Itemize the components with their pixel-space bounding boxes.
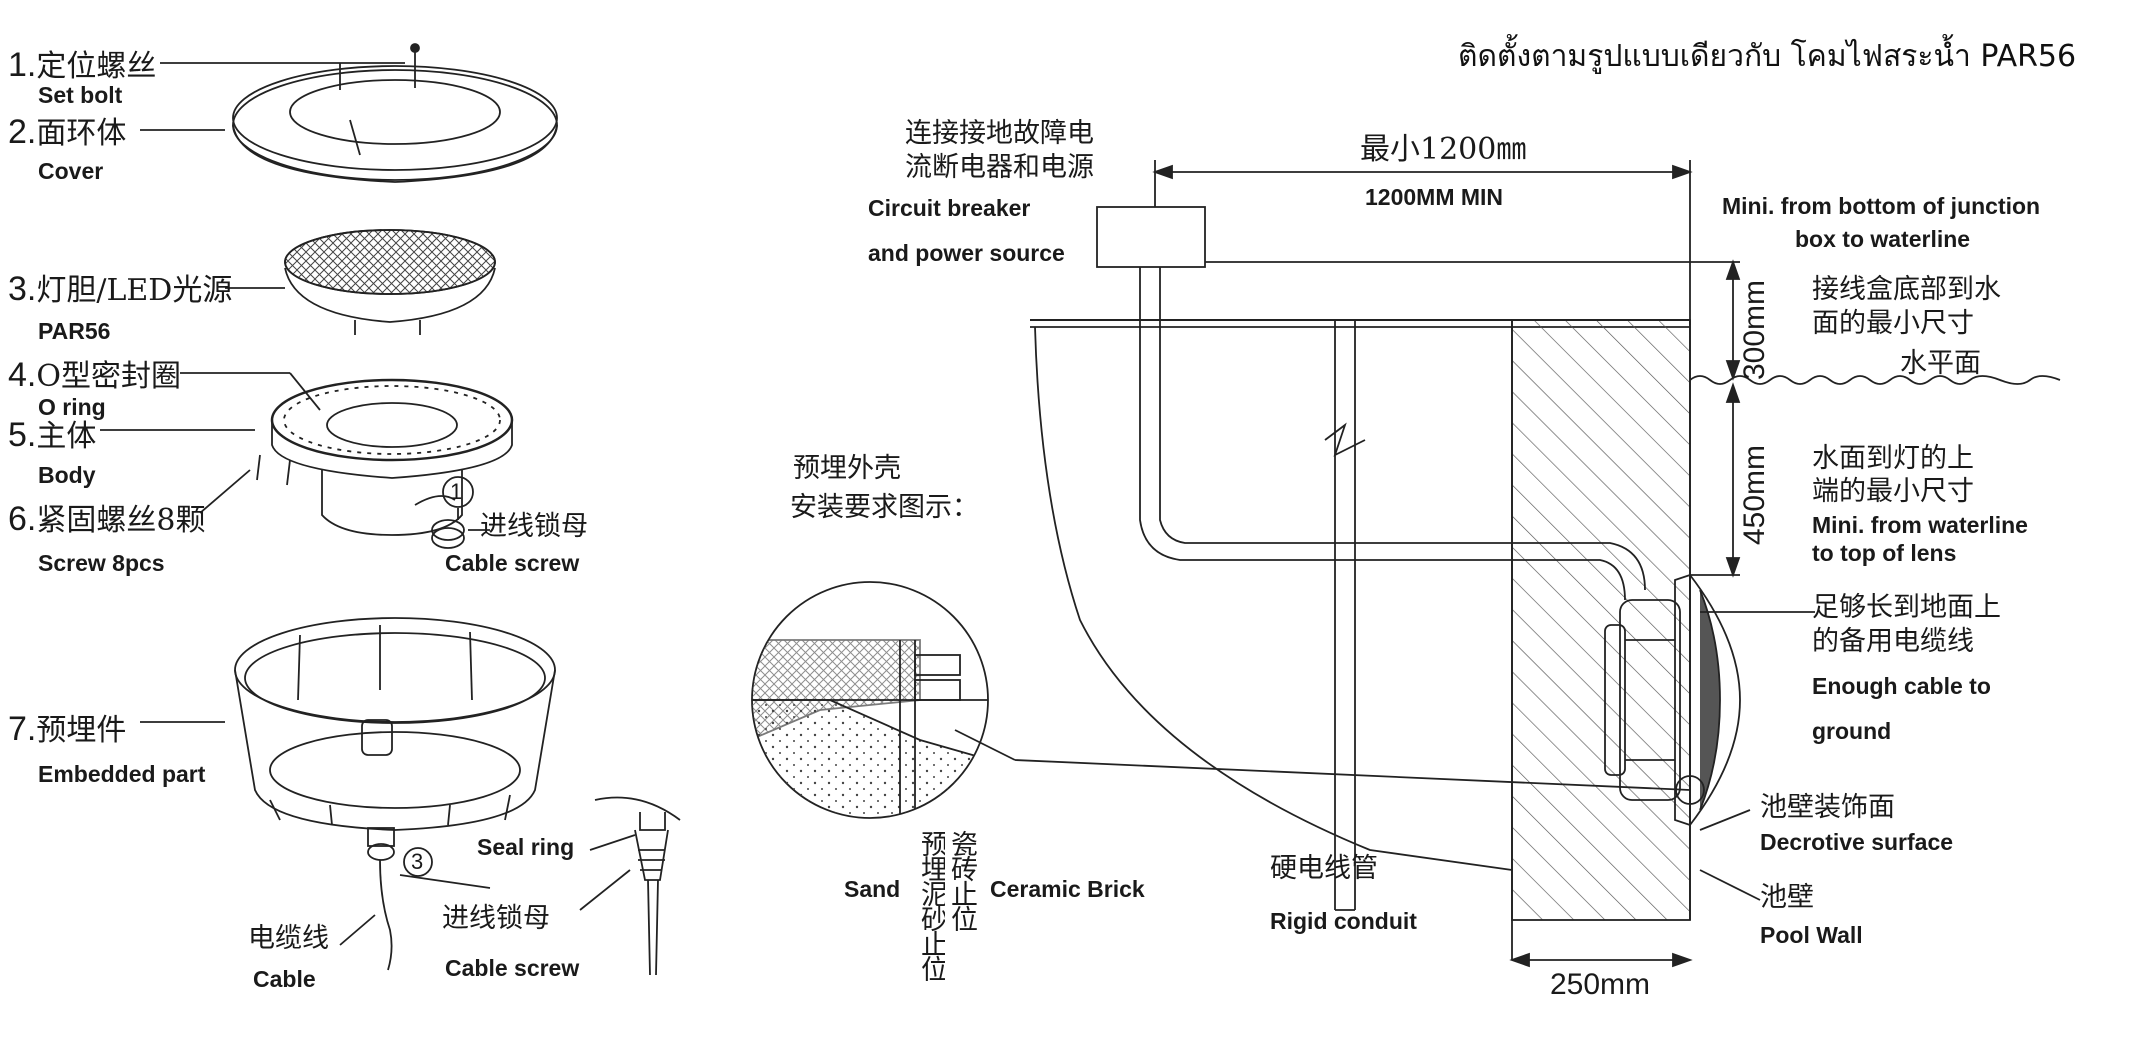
conduit-en: Rigid conduit <box>1270 908 1417 934</box>
part-3-cn: 3.灯胆/LED光源 <box>8 270 233 308</box>
embed-detail-circle <box>751 581 1016 819</box>
lens-en-2: to top of lens <box>1812 540 1957 566</box>
callout-1-number: 1 <box>450 479 463 504</box>
waterline <box>1689 375 2061 385</box>
wall-cn: 池壁 <box>1760 882 1814 913</box>
cable-cn-2: 的备用电缆线 <box>1812 626 1974 657</box>
callout-1-en: Cable screw <box>445 550 580 576</box>
jb-cn-2: 面的最小尺寸 <box>1812 308 1974 339</box>
seal-ring-label: Seal ring <box>477 834 575 860</box>
lens-en-1: Mini. from waterline <box>1812 512 2028 538</box>
callout-3-number: 3 <box>411 849 424 874</box>
part-7-en: Embedded part <box>38 761 206 787</box>
cable-en: Cable <box>253 966 316 992</box>
vertical-label-2: 瓷砖止位 <box>946 830 977 930</box>
embed-cn-1: 预埋外壳 <box>793 453 901 484</box>
conduit-outer <box>1139 267 1626 601</box>
breaker-cn-1: 连接接地故障电 <box>905 118 1094 149</box>
lens-cn-2: 端的最小尺寸 <box>1812 476 1974 507</box>
leader-screw <box>199 469 251 514</box>
min-1200-cn: 最小1200㎜ <box>1360 132 1527 167</box>
waterline-cn: 水平面 <box>1900 348 1981 379</box>
breaker-en-2: and power source <box>868 240 1065 266</box>
cable-screw-detail <box>579 796 681 976</box>
embed-cn-2: 安装要求图示： <box>790 492 979 523</box>
dim-450-label: 450mm <box>1738 444 1771 545</box>
part-2-cn: 2.面环体 <box>8 113 127 151</box>
breaker-en-1: Circuit breaker <box>868 195 1031 221</box>
cover-ring <box>232 65 558 183</box>
jb-cn-1: 接线盒底部到水 <box>1812 274 2001 305</box>
conduit-cn: 硬电线管 <box>1270 853 1378 884</box>
cable-screw-cn: 进线锁母 <box>442 903 550 934</box>
wall-en: Pool Wall <box>1760 922 1863 948</box>
cable-line <box>379 859 393 971</box>
par56-lamp <box>284 229 496 335</box>
embedded-part <box>234 617 556 861</box>
jb-en-1: Mini. from bottom of junction <box>1722 193 2041 219</box>
callout-1-cn: 进线锁母 <box>480 511 588 542</box>
part-4-en: O ring <box>38 394 106 420</box>
min-1200-en: 1200MM MIN <box>1365 184 1504 210</box>
cable-en-2: ground <box>1812 718 1892 744</box>
callout-1-circle <box>442 476 474 508</box>
earth-outline <box>1034 326 1513 871</box>
cable-cn-1: 足够长到地面上 <box>1812 592 2001 623</box>
part-2-en: Cover <box>38 158 104 184</box>
part-1-en: Set bolt <box>38 82 123 108</box>
cable-cn: 电缆线 <box>248 923 329 954</box>
callout-3-circle <box>403 847 433 877</box>
part-1-cn: 1.定位螺丝 <box>8 46 157 84</box>
sand-label: Sand <box>844 876 901 902</box>
dim-250-label: 250mm <box>1550 968 1651 1001</box>
part-5-cn: 5.主体 <box>8 416 97 454</box>
vertical-label-1: 预埋泥砂止位 <box>918 830 945 980</box>
part-3-en: PAR56 <box>38 318 111 344</box>
light-fixture <box>1604 573 1741 827</box>
deco-en: Decrotive surface <box>1760 829 1954 855</box>
dim-300-label: 300mm <box>1738 279 1771 380</box>
body-housing <box>256 378 514 549</box>
part-5-en: Body <box>38 462 96 488</box>
jb-en-2: box to waterline <box>1795 226 1971 252</box>
cable-screw-en: Cable screw <box>445 955 580 981</box>
thai-title: ติดตั้งตามรูปแบบเดียวกับ โคมไฟสระน้ำ PAR… <box>1458 39 2077 74</box>
breaker-cn-2: 流断电器和电源 <box>905 152 1094 183</box>
pool-wall <box>1511 319 1691 921</box>
part-7-cn: 7.预埋件 <box>8 710 127 748</box>
part-6-en: Screw 8pcs <box>38 550 165 576</box>
junction-box <box>1096 206 1206 268</box>
part-6-cn: 6.紧固螺丝8颗 <box>8 500 206 538</box>
deco-cn: 池壁装饰面 <box>1760 792 1895 823</box>
cable-en-1: Enough cable to <box>1812 673 1991 699</box>
ceramic-brick-label: Ceramic Brick <box>990 876 1145 902</box>
lens-cn-1: 水面到灯的上 <box>1812 443 1974 474</box>
part-4-cn: 4.O型密封圈 <box>8 356 181 394</box>
